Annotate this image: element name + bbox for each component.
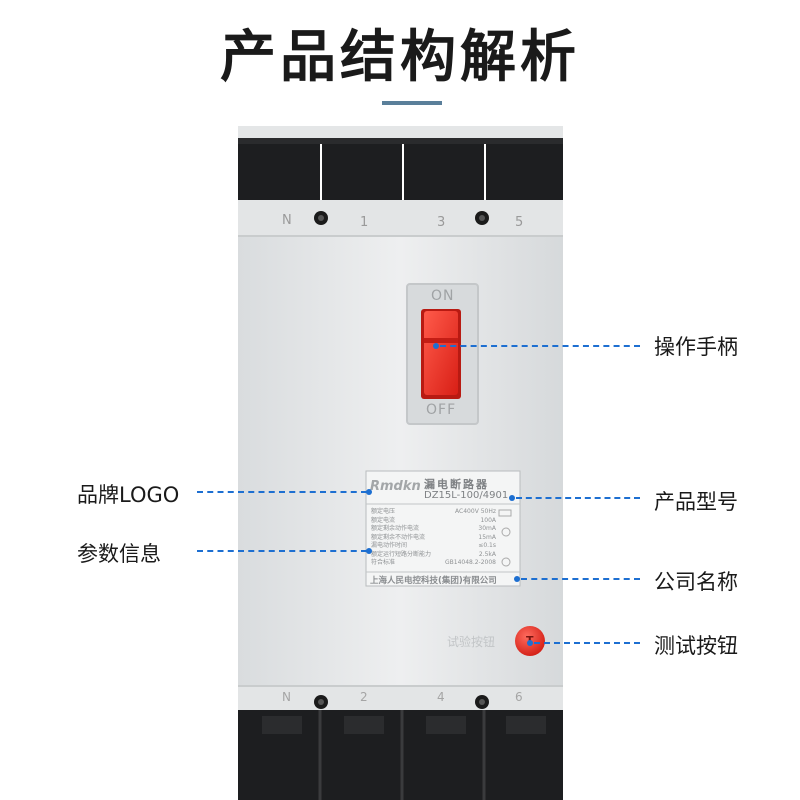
terminal-label-top-n: N — [282, 213, 292, 228]
callout-logo: 品牌LOGO — [77, 483, 180, 507]
leader-dot — [366, 489, 372, 495]
title-underline — [382, 101, 442, 105]
test-button-label: 试验按钮 — [447, 635, 496, 649]
off-label: OFF — [426, 402, 457, 418]
callout-test: 测试按钮 — [654, 634, 738, 658]
callout-company: 公司名称 — [654, 570, 738, 594]
leader-dot — [366, 548, 372, 554]
leader-line-handle — [440, 345, 640, 347]
callout-model: 产品型号 — [654, 490, 738, 514]
callout-params: 参数信息 — [77, 542, 161, 566]
terminal-label-bottom-n: N — [282, 690, 291, 704]
param-row: 漏电动作时间≤0.1s — [371, 542, 496, 549]
product-model: DZ15L-100/4901 — [424, 490, 509, 501]
terminal-label-bottom-6: 6 — [515, 690, 523, 704]
page-title: 产品结构解析 — [220, 25, 580, 90]
callout-handle: 操作手柄 — [654, 335, 738, 359]
nameplate — [365, 470, 521, 587]
terminal-label-bottom-2: 2 — [360, 690, 368, 704]
leader-line-logo — [197, 491, 367, 493]
on-label: ON — [431, 288, 455, 304]
leader-line-params — [197, 550, 367, 552]
leader-dot — [509, 495, 515, 501]
product-name: 漏电断路器 — [424, 478, 489, 491]
ccc-mark-icon — [501, 527, 511, 537]
company-name-plate: 上海人民电控科技(集团)有限公司 — [370, 576, 497, 586]
operating-handle — [424, 311, 458, 395]
terminal-label-top-1: 1 — [360, 215, 369, 230]
brand-logo: Rmdkn — [370, 479, 421, 494]
leader-line-model — [516, 497, 640, 499]
certification-mark-icon — [501, 557, 511, 567]
leader-line-company — [521, 578, 640, 580]
bottom-terminal-block — [238, 710, 563, 800]
top-terminal-block — [238, 138, 563, 204]
terminal-label-top-3: 3 — [437, 215, 446, 230]
leader-dot — [527, 640, 533, 646]
terminal-label-top-5: 5 — [515, 215, 524, 230]
terminal-label-bottom-4: 4 — [437, 690, 445, 704]
leader-line-test — [534, 642, 640, 644]
leader-dot — [433, 343, 439, 349]
leader-dot — [514, 576, 520, 582]
